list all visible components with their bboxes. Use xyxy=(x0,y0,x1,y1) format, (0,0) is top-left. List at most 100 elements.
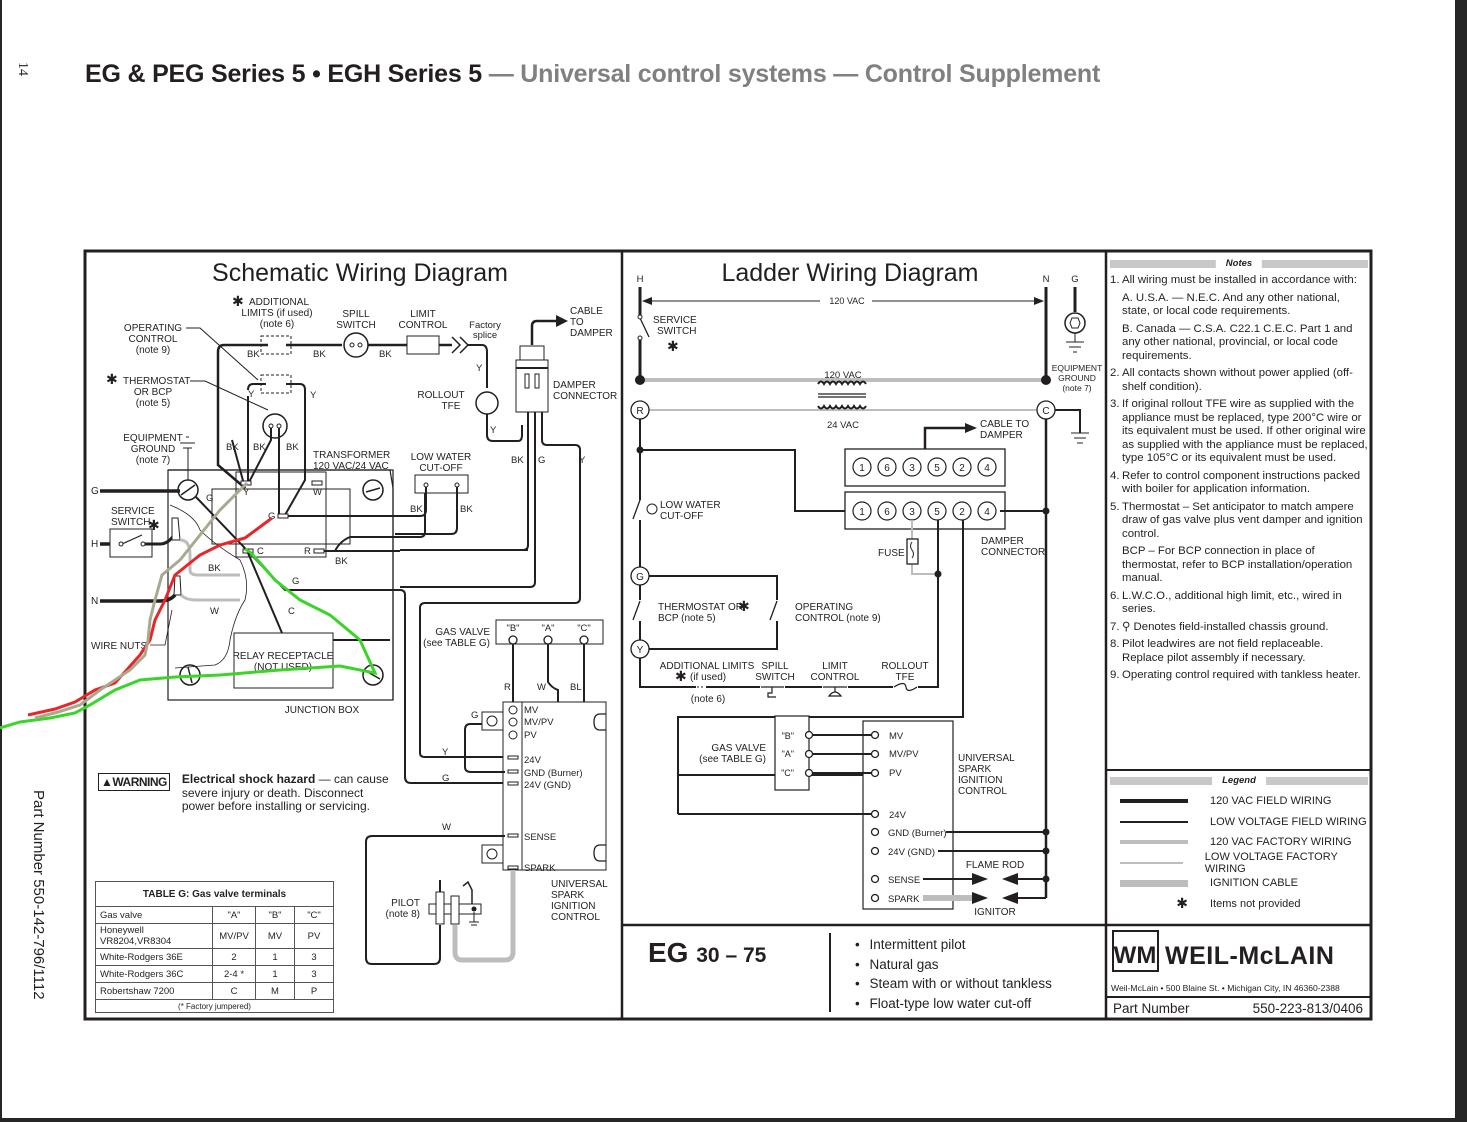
label-note: (note 7) xyxy=(1062,383,1091,393)
wire-bk xyxy=(247,428,272,485)
label-pilot: PILOT xyxy=(391,898,420,909)
part-number-label: Part Number xyxy=(1113,1001,1190,1016)
window-right-edge xyxy=(1455,0,1467,1122)
table-cell: White-Rodgers 36C xyxy=(95,965,213,983)
note-item: 1.All wiring must be installed in accord… xyxy=(1110,274,1368,288)
window-bottom-edge xyxy=(0,1118,1467,1122)
wire-bk xyxy=(216,343,268,489)
terminal-dot xyxy=(870,749,880,759)
wire-code: BK xyxy=(313,349,326,360)
label-spark-ignition-control: SPARK xyxy=(958,764,991,775)
window-left-edge xyxy=(0,0,2,1122)
legend-heading-bar: Legend xyxy=(1110,774,1368,787)
header-series: EG & PEG Series 5 • EGH Series 5 xyxy=(85,60,482,88)
label-factory-splice: splice xyxy=(473,330,497,341)
user-annotations xyxy=(0,481,378,730)
terminal-dot xyxy=(870,874,880,884)
wire-code: BK xyxy=(208,563,221,574)
label-cable-to-damper: CABLE TO xyxy=(980,419,1029,430)
wire-code: G xyxy=(538,455,545,466)
table-cell: White-Rodgers 36E xyxy=(95,948,213,966)
wire-c xyxy=(247,552,390,641)
connector-pin-label: 2 xyxy=(959,507,965,518)
connector-pin-label: 2 xyxy=(959,463,965,474)
ladder-diagram: Ladder Wiring Diagram H N G 120 VAC SERV… xyxy=(630,259,1102,918)
valve-terminal-c: "C" xyxy=(577,623,591,634)
label-ignitor: IGNITOR xyxy=(974,907,1015,918)
label-cable-to-damper: DAMPER xyxy=(980,430,1023,441)
terminal-r xyxy=(313,548,325,554)
star-icon: ✱ xyxy=(1176,895,1188,912)
terminal-label: R xyxy=(304,546,311,557)
label-service-switch: SWITCH xyxy=(657,326,696,337)
wire-code: Y xyxy=(248,389,255,400)
note-text: All wiring must be installed in accordan… xyxy=(1122,274,1357,286)
terminal-dot xyxy=(804,768,814,778)
note-item: 4.Refer to control component instruction… xyxy=(1110,470,1368,497)
table-cell: Robertshaw 7200 xyxy=(95,982,213,1000)
page-header: EG & PEG Series 5 • EGH Series 5 — Unive… xyxy=(85,60,1100,89)
terminal-tab xyxy=(507,769,519,774)
wire-code: Y xyxy=(579,455,586,466)
note-number xyxy=(1110,323,1122,364)
label-note: (note 6) xyxy=(260,319,294,330)
table-cell: M xyxy=(255,982,295,1000)
label-spark-ignition-control: UNIVERSAL xyxy=(551,879,608,890)
terminal-w xyxy=(311,480,323,486)
note-item: 6.L.W.C.O., additional high limit, etc.,… xyxy=(1110,590,1368,617)
note-number: 8. xyxy=(1110,638,1120,650)
junction-box xyxy=(167,469,394,701)
legend-swatch-120v-field xyxy=(1120,799,1188,804)
wire-code: C xyxy=(288,606,295,617)
wire-bk xyxy=(395,487,458,535)
rail-label-n: N xyxy=(1043,274,1050,285)
warning-line: severe injury or death. Disconnect xyxy=(181,785,364,800)
damper-connector-plug xyxy=(519,345,545,361)
note-number: 2. xyxy=(1110,367,1120,379)
label-primary: 120 VAC xyxy=(824,370,861,381)
table-cell: MV xyxy=(255,923,295,949)
label-damper-connector: DAMPER xyxy=(553,380,596,391)
label-limit-control: LIMIT xyxy=(410,309,436,320)
label-additional-limits: ADDITIONAL LIMITS xyxy=(660,661,755,672)
label-equipment-ground: GROUND xyxy=(131,444,175,455)
arrow-icon xyxy=(965,423,977,433)
legend-heading: Legend xyxy=(1212,774,1266,787)
part-number-value: 550-223-813/0406 xyxy=(1253,1001,1363,1016)
note-text: Operating control required with tankless… xyxy=(1122,669,1361,681)
table-cell: Honeywell VR8204,VR8304 xyxy=(95,923,213,949)
service-switch-blade xyxy=(639,317,650,338)
warning-line: — can cause xyxy=(315,772,389,786)
label-limit-control: CONTROL xyxy=(399,320,448,331)
rail-label-g: G xyxy=(1071,274,1078,285)
arrow-icon xyxy=(1002,892,1018,904)
label-cable-to-damper: TO xyxy=(570,317,584,328)
warning-badge: ▲WARNING xyxy=(98,773,170,791)
note-item: 5.Thermostat – Set anticipator to match … xyxy=(1110,501,1368,542)
table-cell: P xyxy=(294,982,334,1000)
screw-icon xyxy=(486,715,498,727)
control-terminal-pv: PV xyxy=(889,768,902,779)
factory-splice-icon xyxy=(451,336,470,354)
wire-y xyxy=(468,344,488,388)
note-text: Thermostat – Set anticipator to match am… xyxy=(1122,500,1363,540)
warning-title: Electrical shock hazard xyxy=(181,772,316,786)
arrow-icon xyxy=(1034,297,1044,305)
model-name: EG xyxy=(648,937,689,968)
connector-pin-label: 4 xyxy=(984,507,990,518)
legend-item: 120 VAC FIELD WIRING xyxy=(1110,791,1368,812)
note-item: B. Canada — C.S.A. C22.1 C.E.C. Part 1 a… xyxy=(1110,323,1368,364)
label-spark-ignition-control: SPARK xyxy=(551,890,584,901)
terminal-dot xyxy=(579,635,589,645)
connector-pin xyxy=(902,457,922,477)
control-terminal-24v-gnd: 24V (GND) xyxy=(888,847,935,858)
table-cell: 1 xyxy=(255,948,295,966)
schematic-title: Schematic Wiring Diagram xyxy=(212,259,508,287)
schematic-diagram: Schematic Wiring Diagram ✱ ✱ ✱ ADDITIONA… xyxy=(91,259,617,965)
legend-label: 120 VAC FACTORY WIRING xyxy=(1210,836,1352,849)
ground-point xyxy=(471,906,477,912)
label-service-switch: SWITCH xyxy=(111,517,150,528)
table-cell: 3 xyxy=(294,948,334,966)
